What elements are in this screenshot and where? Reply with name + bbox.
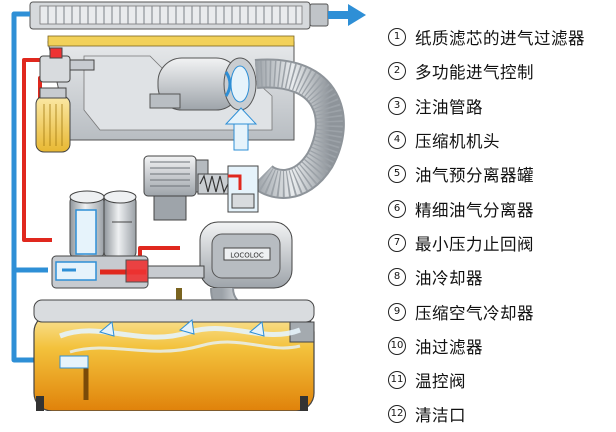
- legend-item: 9 压缩空气冷却器: [388, 294, 616, 328]
- legend-number-badge: 9: [388, 302, 406, 321]
- separator-base-block: [51, 255, 149, 289]
- legend-label: 精细油气分离器: [415, 200, 534, 220]
- legend-number-badge: 2: [388, 62, 406, 81]
- legend-label: 清洁口: [415, 406, 466, 426]
- separator-connector: [147, 265, 205, 310]
- compressor-diagram: LOCOLOC: [11, 1, 366, 411]
- legend-item: 7 最小压力止回阀: [388, 226, 616, 260]
- legend-number-badge: 3: [388, 96, 406, 115]
- legend-number-badge: 5: [388, 165, 406, 184]
- legend-label: 注油管路: [415, 97, 483, 117]
- legend-item: 2 多功能进气控制: [388, 54, 616, 88]
- flexible-air-hose: [251, 58, 345, 199]
- legend-item: 5 油气预分离器罐: [388, 157, 616, 191]
- motor: [143, 155, 209, 221]
- intake-air-filter: [149, 57, 257, 111]
- legend-number-badge: 8: [388, 268, 406, 287]
- legend-label: 压缩空气冷却器: [415, 303, 534, 323]
- legend-label: 多功能进气控制: [415, 63, 534, 83]
- legend-label: 纸质滤芯的进气过滤器: [415, 29, 585, 49]
- fine-oil-separator: [69, 190, 137, 259]
- legend-number-badge: 7: [388, 233, 406, 252]
- legend-label: 温控阀: [415, 372, 466, 392]
- legend-item: 1 纸质滤芯的进气过滤器: [388, 20, 616, 54]
- legend-number-badge: 1: [388, 28, 406, 47]
- legend-item: 10 油过滤器: [388, 329, 616, 363]
- oil-separator-tank: [33, 299, 315, 411]
- intake-flow-arrow: [224, 107, 258, 151]
- legend-label: 油气预分离器罐: [415, 166, 534, 186]
- minimum-pressure-valve: [197, 165, 259, 213]
- air-cooler-radiator: [29, 1, 366, 30]
- intake-control-valve: [39, 47, 95, 83]
- legend-number-badge: 12: [388, 405, 406, 424]
- legend-item: 12 清洁口: [388, 397, 616, 431]
- legend-item: 8 油冷却器: [388, 260, 616, 294]
- compressed-air-line: [11, 11, 48, 363]
- airend-plate-text: LOCOLOC: [230, 252, 264, 260]
- legend-number-badge: 4: [388, 131, 406, 150]
- legend-label: 油过滤器: [415, 337, 483, 357]
- legend-label: 油冷却器: [415, 269, 483, 289]
- legend-item: 6 精细油气分离器: [388, 191, 616, 225]
- legend-number-badge: 11: [388, 371, 406, 390]
- legend-item: 11 温控阀: [388, 363, 616, 397]
- legend-number-badge: 10: [388, 336, 406, 355]
- oil-filter: [35, 87, 71, 153]
- legend-label: 压缩机机头: [415, 132, 500, 152]
- legend-number-badge: 6: [388, 199, 406, 218]
- legend-item: 4 压缩机机头: [388, 123, 616, 157]
- legend-label: 最小压力止回阀: [415, 234, 534, 254]
- legend-item: 3 注油管路: [388, 89, 616, 123]
- drain-port: [36, 396, 308, 411]
